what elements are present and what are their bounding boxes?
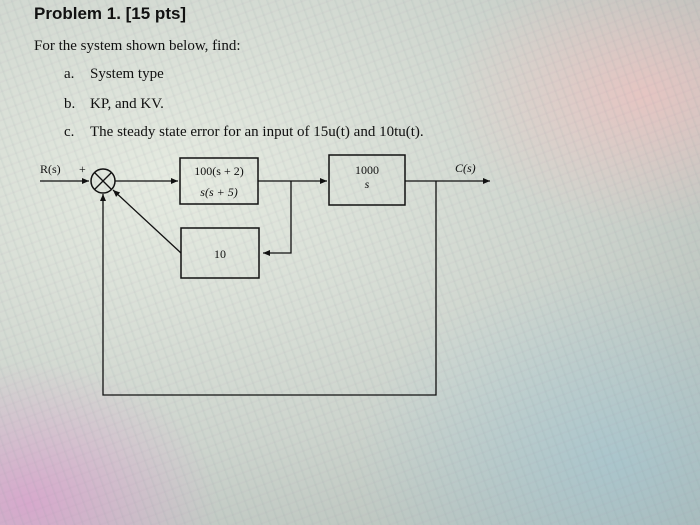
question-label-a: a.: [64, 66, 75, 82]
problem-intro: For the system shown below, find:: [34, 38, 241, 54]
feedback-to-junction-arrow: [112, 189, 182, 254]
feedback-block: 10: [180, 227, 260, 279]
question-label-c: c.: [64, 124, 75, 140]
question-item-b: b. KP, and KV.: [64, 96, 164, 113]
input-label: R(s): [40, 162, 61, 176]
unity-feedback-path: [100, 181, 437, 396]
summing-plus-sign: +: [79, 162, 86, 176]
summing-junction: [90, 168, 116, 194]
question-text-c: The steady state error for an input of 1…: [90, 124, 424, 140]
feedback-gain: 10: [214, 247, 226, 261]
block1-numerator: 100(s + 2): [194, 164, 243, 178]
question-item-c: c. The steady state error for an input of…: [64, 124, 424, 141]
block1-denominator: s(s + 5): [200, 185, 237, 199]
problem-title: Problem 1. [15 pts]: [34, 4, 187, 23]
question-label-b: b.: [64, 96, 76, 112]
block2-denominator: s: [365, 177, 370, 191]
block2-numerator: 1000: [355, 163, 379, 177]
output-label: C(s): [455, 161, 476, 175]
forward-block-1: 100(s + 2) s(s + 5): [179, 157, 259, 205]
forward-block-2: 1000 s: [328, 154, 406, 206]
question-item-a: a. System type: [64, 66, 164, 83]
question-text-a: System type: [90, 66, 164, 82]
inner-feedback-arrow: [263, 181, 292, 256]
question-text-b: KP, and KV.: [90, 96, 164, 112]
